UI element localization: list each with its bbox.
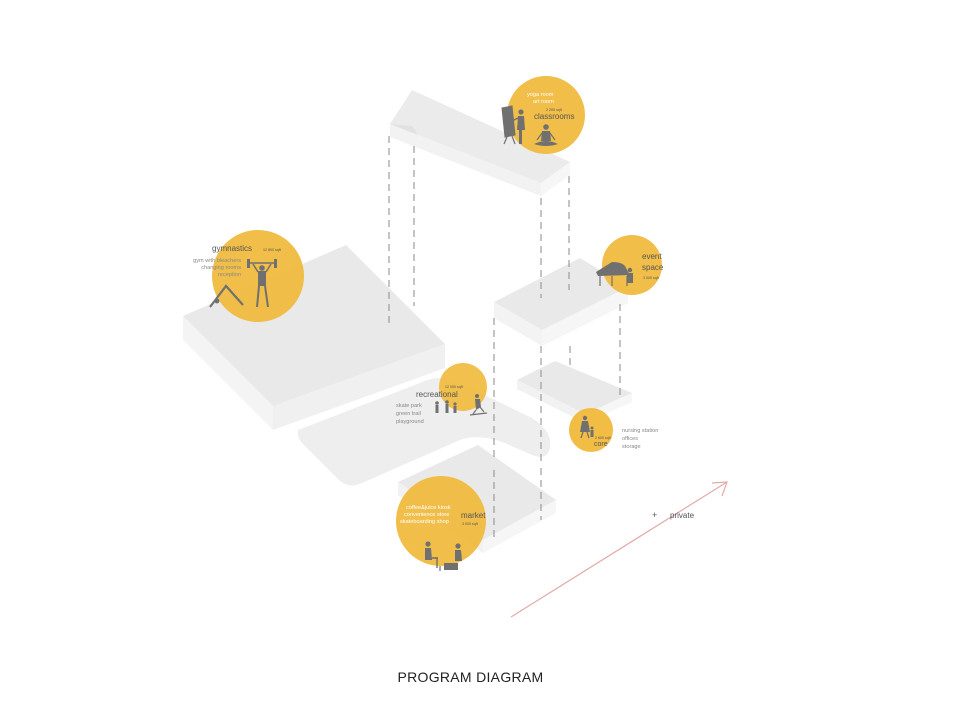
recreational-title: recreational bbox=[416, 390, 458, 399]
recreational-item-skate: skate park bbox=[396, 403, 422, 409]
seated-people-icon bbox=[425, 541, 462, 571]
classrooms-circle bbox=[507, 76, 585, 154]
event-space-node: event space 3 000 sqft bbox=[596, 235, 664, 295]
core-item-nursing: nursing station bbox=[622, 428, 658, 434]
gym-slab bbox=[183, 245, 445, 430]
grand-piano-icon bbox=[596, 262, 633, 286]
event-space-title-1: event bbox=[642, 252, 662, 261]
downward-dog-icon bbox=[209, 284, 244, 308]
gymnastics-node: gymnastics 12 800 sqft gym with bleacher… bbox=[193, 230, 304, 322]
event-slab bbox=[494, 258, 628, 346]
gymnastics-area: 12 800 sqft bbox=[263, 248, 281, 252]
skateboarder-icon bbox=[469, 394, 488, 416]
core-area: 2 600 sqft bbox=[595, 436, 611, 440]
market-circle bbox=[396, 476, 486, 566]
dashed-connectors bbox=[388, 136, 621, 540]
meditation-icon bbox=[534, 124, 558, 146]
classrooms-item-yoga: yoga room bbox=[527, 92, 554, 98]
market-item-convenience: convenience store bbox=[404, 512, 449, 518]
market-area: 3 000 sqft bbox=[462, 522, 478, 526]
gymnastics-item-changing: changing rooms bbox=[201, 265, 241, 271]
gymnastics-item-gym: gym with bleachers bbox=[193, 258, 241, 264]
teacher-easel-icon bbox=[501, 105, 525, 145]
market-item-coffee: coffee&juice kiosk bbox=[406, 505, 451, 511]
gymnastics-item-reception: reception bbox=[218, 272, 241, 278]
core-item-storage: storage bbox=[622, 444, 641, 450]
event-space-circle bbox=[602, 235, 662, 295]
weightlifter-icon bbox=[247, 259, 277, 308]
core-item-offices: offices bbox=[622, 436, 638, 442]
core-slab bbox=[517, 361, 632, 423]
parent-child-icon bbox=[580, 415, 594, 439]
recreational-path bbox=[297, 378, 551, 486]
market-node: coffee&juice kiosk convenience store ska… bbox=[396, 476, 486, 571]
classroom-slab bbox=[390, 90, 570, 196]
recreational-item-trail: green trail bbox=[396, 411, 421, 417]
diagram-title: PROGRAM DIAGRAM bbox=[397, 669, 544, 685]
private-label: private bbox=[670, 511, 695, 520]
recreational-node: 12 000 sqft recreational skate park gree… bbox=[396, 363, 488, 425]
privacy-arrow bbox=[510, 481, 728, 618]
children-group-icon bbox=[435, 400, 457, 413]
recreational-area: 12 000 sqft bbox=[445, 385, 463, 389]
event-space-area: 3 000 sqft bbox=[643, 276, 659, 280]
market-item-skate-shop: skateboarding shop bbox=[400, 519, 449, 525]
core-node: 2 600 sqft core nursing station offices … bbox=[569, 408, 658, 452]
market-title: market bbox=[461, 511, 486, 520]
classrooms-node: yoga room art room 2 200 sqft classrooms bbox=[501, 76, 585, 154]
recreational-item-playground: playground bbox=[396, 419, 424, 425]
classrooms-item-art: art room bbox=[533, 99, 554, 105]
plus-sign: + bbox=[652, 510, 657, 520]
event-space-title-2: space bbox=[642, 263, 664, 272]
gymnastics-title: gymnastics bbox=[212, 244, 252, 253]
core-title: core bbox=[594, 441, 608, 448]
classrooms-area: 2 200 sqft bbox=[546, 108, 562, 112]
classrooms-title: classrooms bbox=[534, 112, 574, 121]
